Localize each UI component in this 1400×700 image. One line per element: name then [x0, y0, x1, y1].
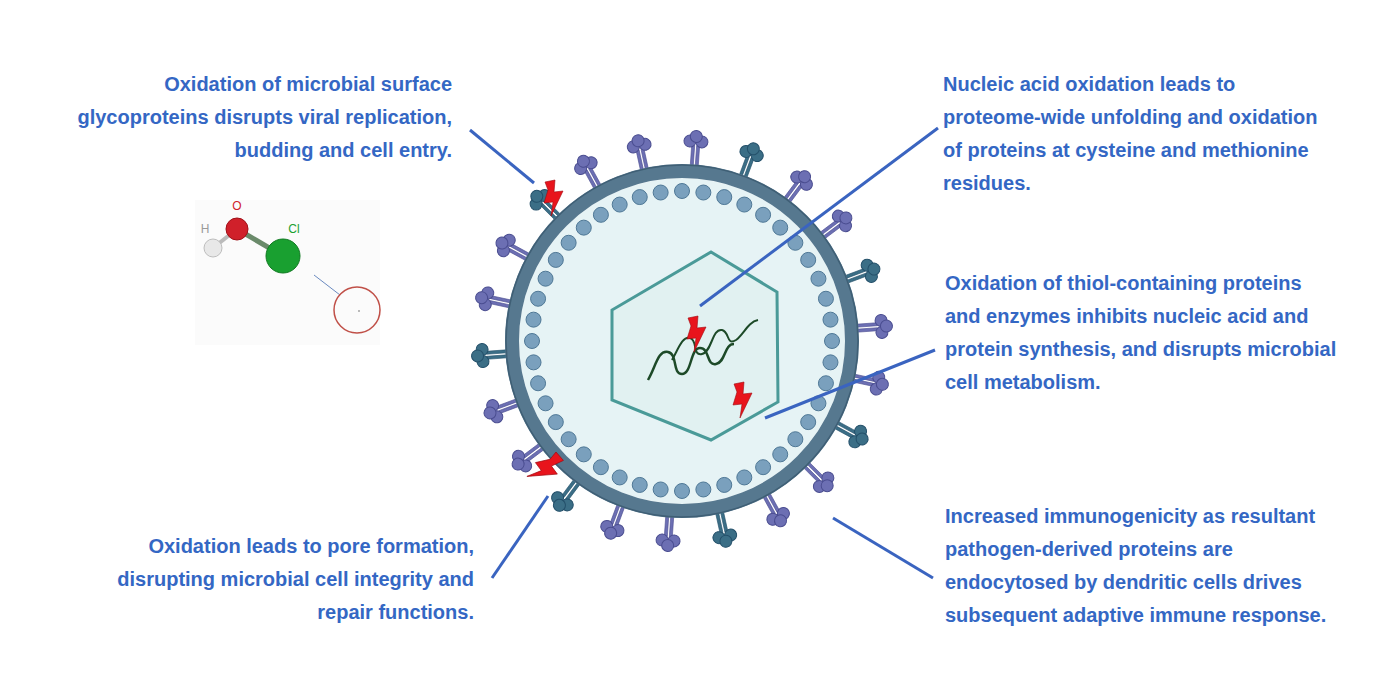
spike-head	[819, 477, 836, 494]
leader-line	[470, 130, 534, 183]
matrix-protein	[675, 184, 690, 199]
nucleic-acid	[648, 344, 734, 380]
spike-head	[875, 377, 889, 391]
spike-head	[746, 141, 761, 156]
matrix-protein	[675, 484, 690, 499]
leader-line	[833, 518, 933, 578]
oxidation-bolt	[733, 382, 752, 418]
envelope-edge	[506, 165, 858, 517]
matrix-protein	[525, 334, 540, 349]
spike-head	[474, 291, 488, 305]
matrix-protein	[538, 271, 553, 286]
matrix-protein	[801, 252, 816, 267]
spike-head	[575, 153, 591, 169]
matrix-protein	[818, 376, 833, 391]
matrix-protein	[612, 197, 627, 212]
callout-text: Oxidation of thiol-containing proteins a…	[945, 267, 1340, 399]
zoom-circle	[334, 287, 380, 333]
matrix-protein	[773, 447, 788, 462]
matrix-protein	[818, 291, 833, 306]
oxidation-bolt	[523, 450, 568, 488]
matrix-protein	[593, 460, 608, 475]
spike-head	[482, 405, 497, 420]
nucleic-acid	[672, 320, 758, 360]
matrix-protein	[576, 447, 591, 462]
spike-head	[796, 168, 813, 185]
matrix-protein	[801, 415, 816, 430]
callout-text: Oxidation leads to pore formation, disru…	[100, 530, 474, 629]
spike-head	[772, 513, 788, 529]
spike-head	[854, 431, 870, 447]
matrix-protein	[696, 482, 711, 497]
spike-head	[551, 497, 568, 514]
leader-line	[314, 275, 340, 295]
viral-envelope	[512, 171, 852, 511]
matrix-protein	[717, 190, 732, 205]
matrix-protein	[531, 291, 546, 306]
matrix-protein	[756, 207, 771, 222]
matrix-protein	[612, 470, 627, 485]
spike-head	[603, 525, 618, 540]
dot	[358, 310, 360, 312]
matrix-protein	[825, 334, 840, 349]
oxidation-bolt	[687, 316, 706, 352]
atom-label: Cl	[284, 222, 304, 236]
atom-label: O	[230, 199, 244, 213]
spike-head	[690, 130, 703, 143]
matrix-protein	[717, 477, 732, 492]
callout-text: Oxidation of microbial surface glycoprot…	[70, 68, 452, 167]
matrix-protein	[593, 207, 608, 222]
matrix-protein	[561, 235, 576, 250]
matrix-protein	[653, 482, 668, 497]
matrix-protein	[538, 396, 553, 411]
matrix-protein	[548, 252, 563, 267]
matrix-protein	[773, 220, 788, 235]
callout-text: Increased immunogenicity as resultant pa…	[945, 500, 1335, 632]
oxygen-atom	[226, 218, 248, 240]
spike-head	[866, 261, 881, 276]
spike-head	[880, 320, 893, 333]
matrix-protein	[526, 355, 541, 370]
callout-text: Nucleic acid oxidation leads to proteome…	[943, 68, 1323, 200]
spike-head	[838, 209, 855, 226]
matrix-protein	[811, 271, 826, 286]
atom-label: H	[198, 222, 212, 236]
matrix-protein	[788, 432, 803, 447]
spike-head	[719, 534, 733, 548]
matrix-protein	[653, 185, 668, 200]
spike-head	[631, 134, 645, 148]
matrix-protein	[823, 355, 838, 370]
chlorine-atom	[266, 239, 300, 273]
spike-head	[494, 235, 510, 251]
matrix-protein	[526, 312, 541, 327]
spike-head	[471, 350, 484, 363]
matrix-protein	[737, 197, 752, 212]
matrix-protein	[632, 477, 647, 492]
matrix-protein	[531, 376, 546, 391]
matrix-protein	[737, 470, 752, 485]
leader-line	[492, 496, 548, 578]
spike-head	[661, 539, 674, 552]
virus-interior	[519, 178, 845, 504]
spike-head	[510, 456, 527, 473]
hydrogen-atom	[204, 239, 222, 257]
matrix-protein	[696, 185, 711, 200]
capsid	[612, 252, 778, 440]
matrix-protein	[561, 432, 576, 447]
leader-line	[765, 350, 935, 418]
matrix-protein	[548, 415, 563, 430]
matrix-protein	[756, 460, 771, 475]
matrix-protein	[576, 220, 591, 235]
matrix-protein	[823, 312, 838, 327]
molecule-panel	[195, 200, 380, 345]
spike-head	[528, 188, 545, 205]
leader-line	[700, 128, 938, 306]
oxidation-bolt	[544, 180, 563, 216]
matrix-protein	[632, 190, 647, 205]
